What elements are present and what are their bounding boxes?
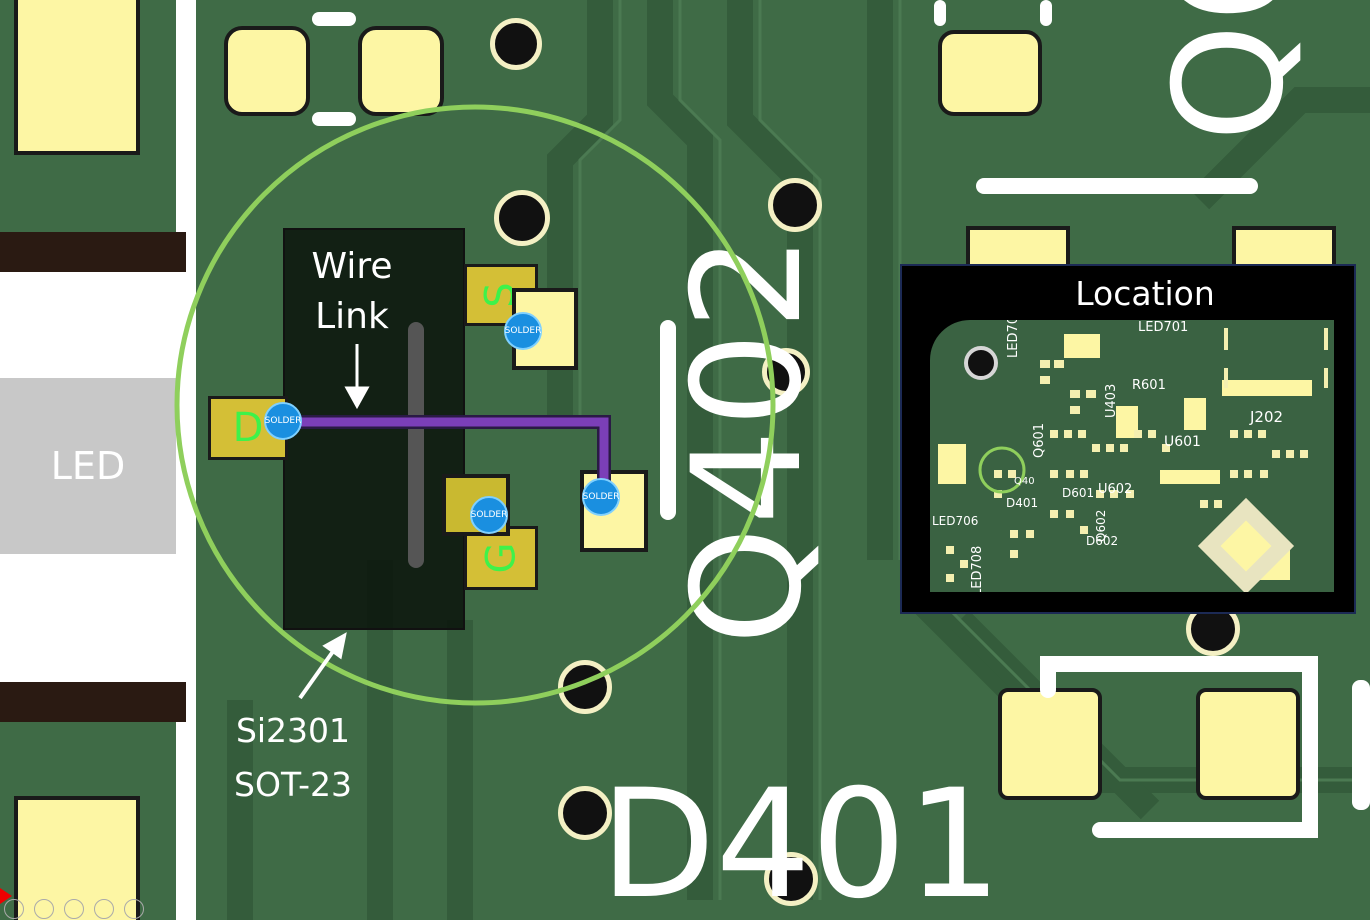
inset-label-u403: U403 [1104, 383, 1119, 418]
inset-components [946, 328, 1328, 592]
inset-label-j202: J202 [1250, 408, 1284, 426]
via-6 [558, 786, 612, 840]
inset-label-led708: LED708 [970, 545, 985, 592]
inset-label-led702: LED702 [1006, 320, 1021, 358]
part-number: Si2301 [235, 711, 351, 750]
inset-chip [1197, 497, 1295, 592]
part-arrow [298, 632, 347, 700]
solder-dot-source: SOLDER [504, 312, 542, 350]
pad-top-1 [224, 26, 310, 116]
pad-right-top [938, 30, 1042, 116]
wire-link-line1: Wire [311, 246, 393, 287]
solder-dot-drain: SOLDER [264, 402, 302, 440]
inset-label-led706: LED706 [932, 514, 979, 528]
zoom-icon[interactable] [34, 899, 54, 919]
led-edge-bar-top [0, 232, 186, 272]
pen-icon[interactable] [94, 899, 114, 919]
inset-label-q40: Q40 [1014, 476, 1035, 487]
solder-text-source: SOLDER [504, 326, 542, 336]
inset-label-d602: D602 [1086, 534, 1119, 548]
prev-icon[interactable] [4, 899, 24, 919]
wire-link-annotation: Wire Link [292, 242, 412, 342]
location-inset: Location [900, 264, 1356, 614]
solder-dot-target: SOLDER [582, 478, 620, 516]
inset-pad-3 [1184, 398, 1206, 430]
pad-left-top [14, 0, 140, 155]
inset-location-circle [978, 446, 1026, 494]
silk-bracket [1040, 656, 1318, 838]
inset-pad-6 [1160, 470, 1220, 484]
wire-link-line2: Link [315, 296, 389, 337]
silk-q6-line [976, 178, 1258, 194]
inset-label-q601: Q601 [1032, 422, 1047, 458]
led-block: LED [0, 378, 176, 554]
inset-title: Location [1075, 274, 1215, 313]
silk-dash-top [312, 12, 356, 26]
inset-pad-1 [1064, 334, 1100, 358]
q402-silk-bar [660, 320, 676, 520]
pad-source-target [512, 288, 578, 370]
via-7 [764, 852, 818, 906]
wire-link-arrow [344, 344, 370, 410]
pointer-marker-icon [0, 888, 12, 904]
via-2 [494, 190, 550, 246]
inset-label-u602: U602 [1098, 482, 1133, 497]
inset-label-led701: LED701 [1138, 320, 1189, 335]
pin-d-label: D [232, 405, 264, 451]
more-icon[interactable] [124, 899, 144, 919]
package-type: SOT-23 [234, 765, 352, 804]
d401-label: D401 [600, 758, 1002, 920]
solder-text-target: SOLDER [582, 492, 620, 502]
part-annotation: Si2301 SOT-23 [220, 704, 366, 812]
via-1 [490, 18, 542, 70]
silk-dash-mid [312, 112, 356, 126]
slides-icon[interactable] [64, 899, 84, 919]
pad-right-bottom-1 [998, 688, 1102, 800]
pad-right-bottom-2 [1196, 688, 1300, 800]
silk-top-bar-1 [934, 0, 946, 26]
inset-mount-hole [964, 346, 998, 380]
led-edge-bar-bottom [0, 682, 186, 722]
silk-edge-right [1352, 680, 1370, 810]
via-3 [768, 178, 822, 232]
inset-label-d601: D601 [1062, 486, 1095, 500]
package-center-bar [408, 322, 424, 568]
inset-pad-5 [1222, 380, 1312, 396]
solder-dot-gate: SOLDER [470, 496, 508, 534]
solder-text-drain: SOLDER [264, 416, 302, 426]
inset-pad-4 [938, 444, 966, 484]
inset-label-d401: D401 [1006, 496, 1039, 510]
inset-pad-2 [1116, 406, 1138, 438]
silk-top-bar-2 [1040, 0, 1052, 26]
led-label: LED [50, 444, 126, 488]
slide-toolbar [0, 898, 164, 920]
inset-board: LED701 LED702 R601 U403 J202 Q601 U601 U… [930, 320, 1334, 592]
inset-label-r601: R601 [1132, 378, 1166, 393]
inset-label-u601: U601 [1164, 434, 1201, 450]
pad-top-2 [358, 26, 444, 116]
solder-text-gate: SOLDER [470, 510, 508, 520]
